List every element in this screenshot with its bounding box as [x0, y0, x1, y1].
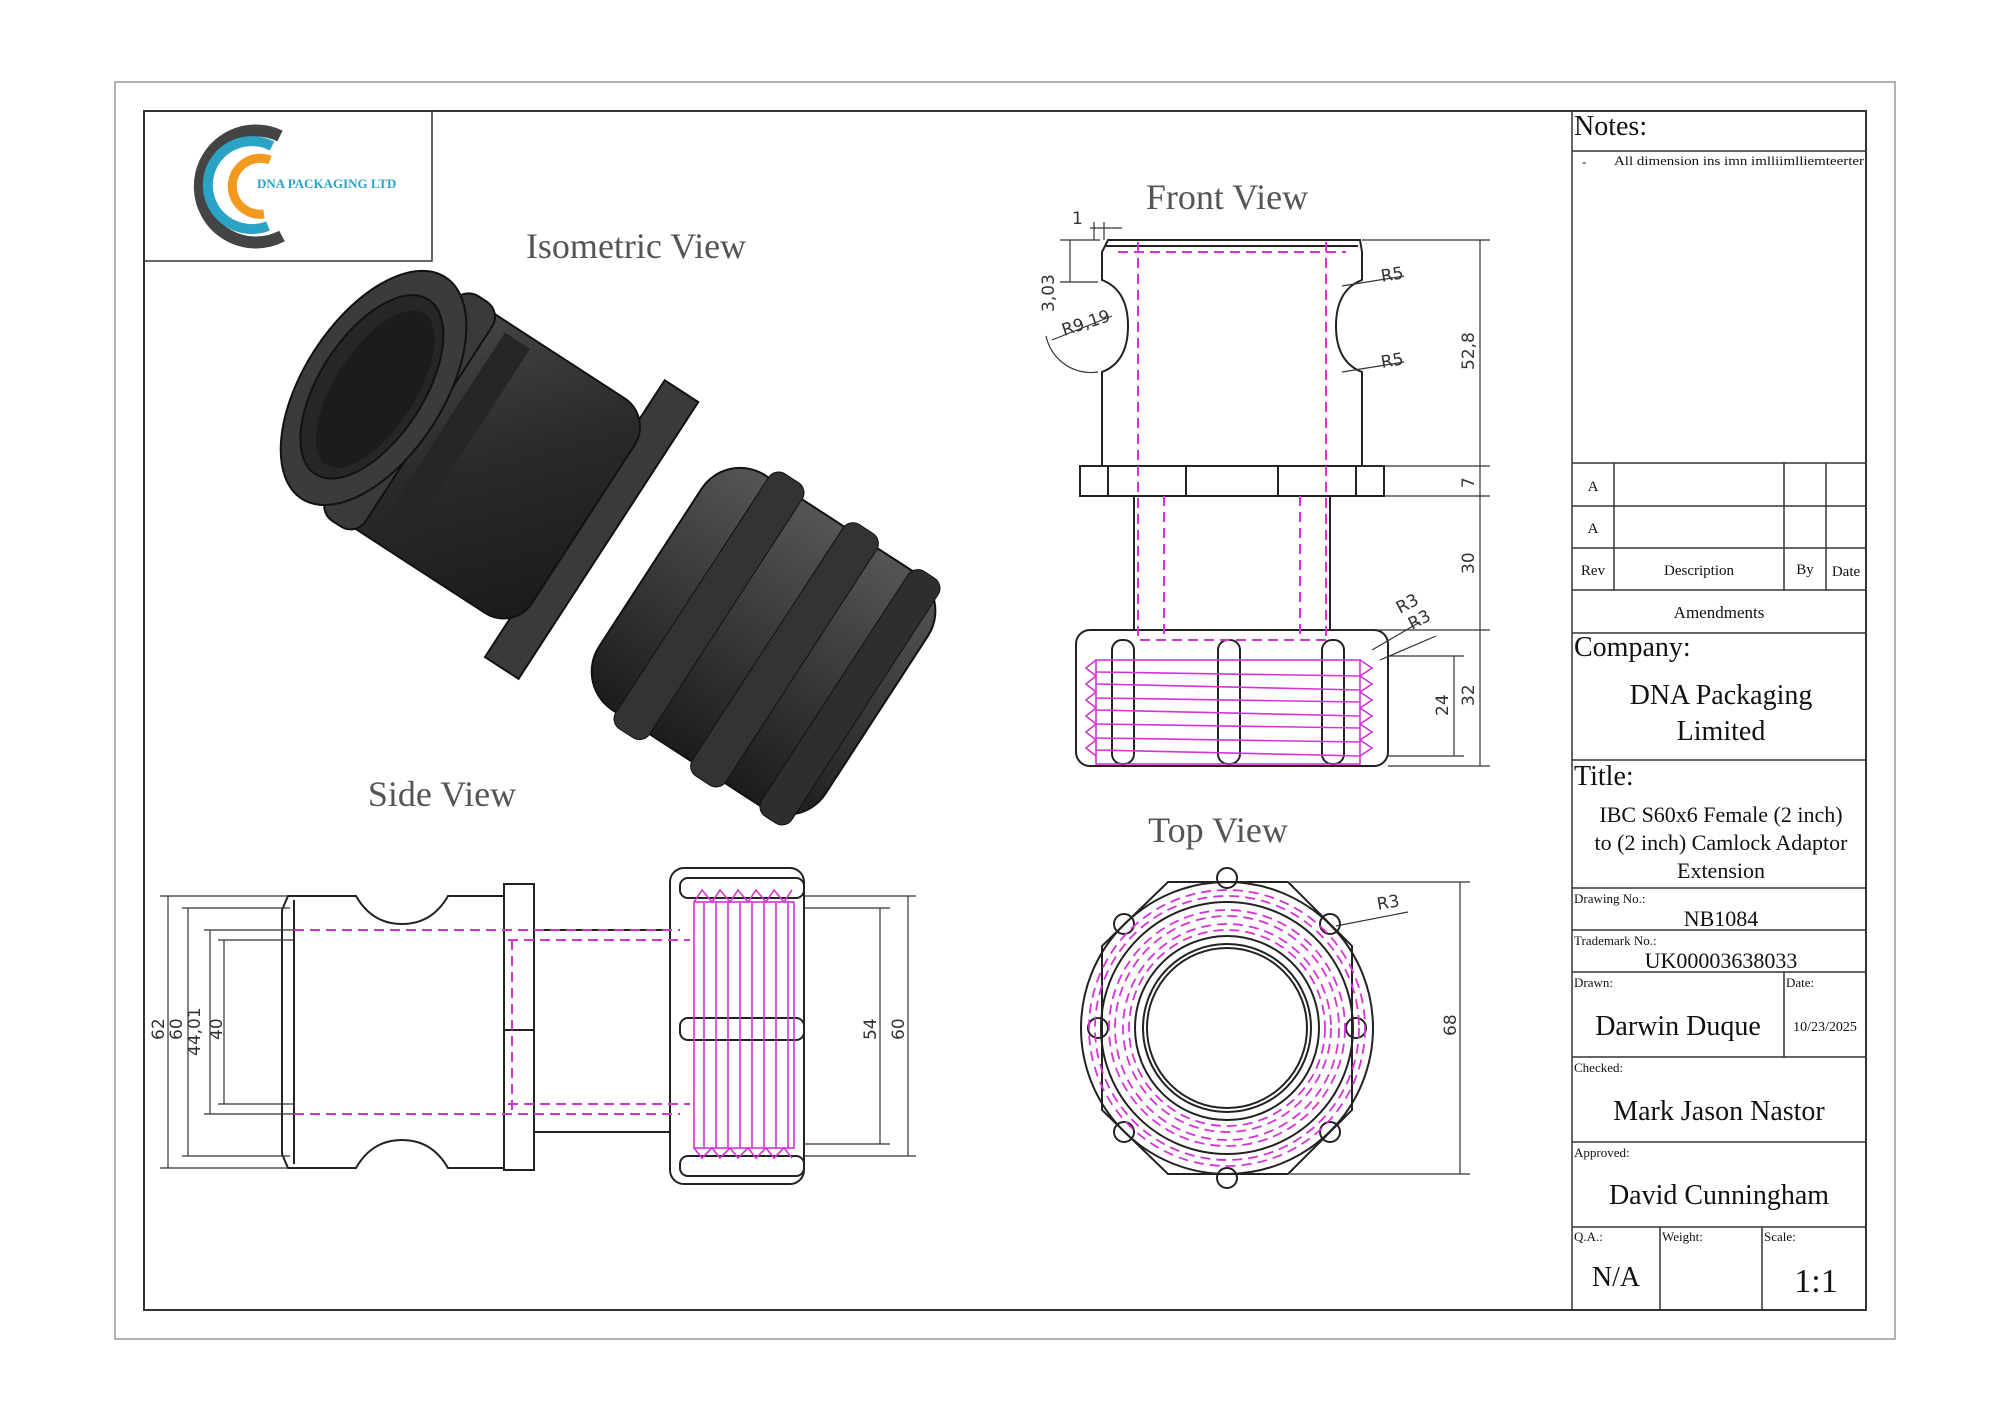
approved-by: David Cunningham	[1609, 1180, 1829, 1211]
checked-by: Mark Jason Nastor	[1613, 1096, 1825, 1127]
front-view-hidden-lines	[1118, 242, 1346, 641]
dim-side-4401: 44,01	[185, 1007, 205, 1056]
title-label: Title:	[1574, 761, 1634, 792]
title-block-text: Notes: - All dimension ins imn imlliimll…	[1574, 111, 1865, 1300]
dim-side-62: 62	[149, 1018, 169, 1040]
front-view-title: Front View	[1146, 177, 1308, 217]
logo-ring-gray	[193, 124, 285, 249]
dim-side-60-right: 60	[889, 1018, 909, 1040]
company-name-line2: Limited	[1677, 716, 1766, 747]
title-line3: Extension	[1677, 858, 1765, 883]
top-view-dimensions	[1290, 881, 1470, 1175]
approved-label: Approved:	[1574, 1145, 1630, 1160]
dim-front-32: 32	[1459, 684, 1479, 706]
logo-ring-blue	[202, 136, 275, 235]
title-block	[1571, 111, 1866, 1310]
weight-label: Weight:	[1662, 1229, 1703, 1244]
outer-border	[114, 81, 1896, 1340]
dim-side-40: 40	[207, 1018, 227, 1040]
rev-header-rev: Rev	[1581, 563, 1606, 579]
drawing-date: 10/23/2025	[1793, 1020, 1857, 1035]
logo-company-name: DNA PACKAGING LTD	[257, 176, 396, 191]
dim-front-24: 24	[1433, 694, 1453, 716]
dim-front-r5-bottom: R5	[1379, 349, 1405, 373]
checked-label: Checked:	[1574, 1060, 1623, 1075]
qa-value: N/A	[1592, 1262, 1641, 1293]
drawn-label: Drawn:	[1574, 975, 1613, 990]
rev-header-by: By	[1796, 562, 1814, 578]
logo-ring-orange	[227, 153, 272, 219]
dim-front-1: 1	[1072, 209, 1083, 229]
rev-header-description: Description	[1664, 563, 1734, 579]
side-view-title: Side View	[368, 774, 516, 814]
drawn-by: Darwin Duque	[1595, 1011, 1761, 1042]
front-view-dimensions	[1045, 222, 1490, 767]
title-line1: IBC S60x6 Female (2 inch)	[1599, 802, 1842, 827]
dim-front-528: 52,8	[1459, 332, 1479, 370]
side-view	[281, 867, 805, 1185]
logo: DNA PACKAGING LTD	[143, 110, 433, 262]
drawing-no-label: Drawing No.:	[1574, 891, 1646, 906]
dim-top-68: 68	[1441, 1014, 1461, 1036]
dim-side-54: 54	[861, 1018, 881, 1040]
isometric-view-title: Isometric View	[526, 226, 746, 266]
side-view-thread-hatch	[693, 888, 795, 1160]
rev-row-1: A	[1588, 479, 1599, 495]
dim-front-r5-top: R5	[1379, 263, 1405, 287]
front-view-thread-hatch	[1084, 659, 1374, 765]
isometric-render	[279, 269, 941, 826]
amendments-label: Amendments	[1674, 603, 1765, 622]
scale-label: Scale:	[1764, 1229, 1796, 1244]
date-label: Date:	[1786, 975, 1814, 990]
trademark-no: UK00003638033	[1645, 948, 1798, 973]
notes-label: Notes:	[1574, 111, 1647, 142]
qa-label: Q.A.:	[1574, 1229, 1603, 1244]
note-bullet: -	[1582, 154, 1586, 169]
top-view	[1080, 867, 1374, 1189]
company-label: Company:	[1574, 632, 1691, 663]
note-text: All dimension ins imn imlliimlliemteerte…	[1614, 153, 1865, 168]
dim-top-r3: R3	[1375, 891, 1401, 915]
top-view-title: Top View	[1148, 810, 1288, 850]
rev-header-date: Date	[1832, 564, 1861, 580]
dim-front-30: 30	[1459, 552, 1479, 574]
trademark-label: Trademark No.:	[1574, 933, 1657, 948]
drawing-no: NB1084	[1684, 906, 1759, 931]
dim-side-60: 60	[167, 1018, 187, 1040]
inner-border	[143, 110, 1867, 1311]
scale-value: 1:1	[1794, 1263, 1837, 1300]
side-view-dimensions	[160, 895, 916, 1169]
title-line2: to (2 inch) Camlock Adaptor	[1595, 830, 1849, 855]
dim-front-303: 3,03	[1039, 274, 1059, 312]
side-view-hidden-lines	[294, 929, 690, 1115]
dim-front-7: 7	[1459, 477, 1479, 488]
rev-row-2: A	[1588, 521, 1599, 537]
company-name-line1: DNA Packaging	[1630, 680, 1813, 711]
top-view-hidden-lines	[1088, 889, 1366, 1167]
dim-front-r919: R9,19	[1059, 306, 1112, 340]
